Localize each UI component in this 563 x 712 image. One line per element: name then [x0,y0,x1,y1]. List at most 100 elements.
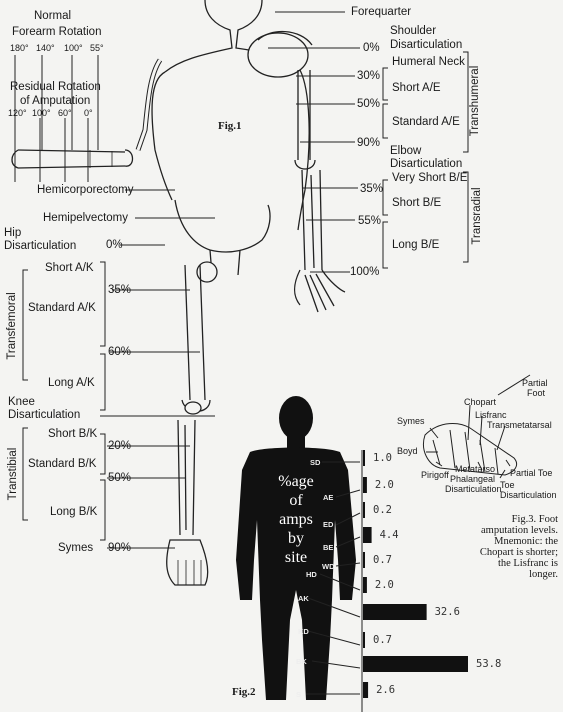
long-be-label: Long B/E [392,239,439,251]
elbow-label-2: Disarticulation [390,158,462,170]
bar-value-wd: 0.7 [373,554,392,566]
chopart-label: Chopart [464,397,496,407]
partial-foot-2: Foot [527,388,545,398]
forearm-deg-0: 180° [10,43,29,53]
transfemoral-label: Transfemoral [6,286,18,366]
center-line-0: %age [266,472,326,491]
forearm-deg-2: 100° [64,43,83,53]
center-line-3: by [266,529,326,548]
forequarter-label: Forequarter [351,6,411,18]
fig2-center-text: %age of amps by site [266,472,326,567]
pct-symes: 90% [108,542,131,554]
metatarso-label-3: Disarticulation [445,484,502,494]
center-line-4: site [266,548,326,567]
site-label-ak: AK [298,594,309,603]
site-label-sd: SD [310,458,320,467]
partial-foot-1: Partial [522,378,548,388]
transradial-label: Transradial [471,181,483,251]
pirigoff-label: Pirigoff [421,470,449,480]
hemicorporectomy-label: Hemicorporectomy [37,184,134,196]
pct-shoulder: 0% [363,42,380,54]
pct-very-short-be: 35% [360,183,383,195]
site-label-ae: AE [323,493,333,502]
toe-disartic-2: Disarticulation [500,490,557,500]
hip-disartic-label-1: Hip [4,227,21,239]
fig3-caption-line-5: longer. [400,569,558,580]
bar-value-bk: 53.8 [476,658,501,670]
bar-sd [363,450,365,466]
bar-kd [363,632,365,648]
site-label-s: S [296,690,301,699]
short-be-label: Short B/E [392,197,441,209]
short-ak-label: Short A/K [45,262,94,274]
lisfranc-label: Lisfranc [475,410,507,420]
fig3-caption-line-2: Mnemonic: the [400,536,558,547]
hemipelvectomy-label: Hemipelvectomy [43,212,128,224]
standard-bk-label: Standard B/K [28,458,96,470]
site-label-be: BE [323,543,333,552]
boyd-label: Boyd [397,446,418,456]
bar-bk [363,656,468,672]
residual-deg-1: 100° [32,108,51,118]
partial-toe-label: Partial Toe [510,468,552,478]
fig3-caption-line-4: the Lisfranc is [400,558,558,569]
bar-value-kd: 0.7 [373,634,392,646]
site-label-hd: HD [306,570,317,579]
fig1-caption: Fig.1 [218,120,242,132]
pct-hip-0: 0% [106,239,123,251]
short-ae-label: Short A/E [392,82,441,94]
long-ak-label: Long A/K [48,377,95,389]
bar-value-sd: 1.0 [373,452,392,464]
residual-title-2: of Amputation [20,95,90,107]
bar-hd [363,577,367,593]
forearm-deg-3: 55° [90,43,104,53]
bar-s [363,682,368,698]
fig3-symes-label: Symes [397,416,425,426]
shoulder-label-1: Shoulder [390,25,436,37]
bar-value-hd: 2.0 [375,579,394,591]
pct-short-bk: 20% [108,440,131,452]
residual-deg-0: 120° [8,108,27,118]
standard-ae-label: Standard A/E [392,116,460,128]
site-label-bk: BK [296,657,307,666]
bar-value-be: 4.4 [380,529,399,541]
humeral-neck-label: Humeral Neck [392,56,465,68]
pct-long-be: 100% [350,266,379,278]
pct-standard-bk: 50% [108,472,131,484]
metatarso-label-1: Metatarso [455,464,495,474]
fig3-caption-line-1: amputation levels. [400,525,558,536]
transtibial-label: Transtibial [7,439,19,509]
transmetatarsal-label: Transmetatarsal [487,420,552,430]
elbow-label-1: Elbow [390,145,421,157]
pct-humeral: 30% [357,70,380,82]
bar-value-s: 2.6 [376,684,395,696]
bar-value-ak: 32.6 [435,606,460,618]
symes-label: Symes [58,542,93,554]
knee-label-2: Disarticulation [8,409,80,421]
pct-standard-ae: 90% [357,137,380,149]
pct-standard-ak: 60% [108,346,131,358]
short-bk-label: Short B/K [48,428,97,440]
center-line-1: of [266,491,326,510]
pct-short-ak: 35% [108,284,131,296]
very-short-be-label: Very Short B/E [392,172,467,184]
pct-short-be: 55% [358,215,381,227]
pct-short-ae: 50% [357,98,380,110]
fig3-caption: Fig.3. Foot amputation levels. Mnemonic:… [400,514,558,580]
metatarso-label-2: Phalangeal [450,474,495,484]
long-bk-label: Long B/K [50,506,97,518]
forearm-title-1: Normal [34,10,71,22]
bar-ae [363,477,367,493]
residual-deg-3: 0° [84,108,93,118]
toe-disartic-1: Toe [500,480,515,490]
shoulder-label-2: Disarticulation [390,39,462,51]
bar-value-ed: 0.2 [373,504,392,516]
center-line-2: amps [266,510,326,529]
hip-disartic-label-2: Disarticulation [4,240,76,252]
bar-ak [363,604,427,620]
fig2-caption: Fig.2 [232,686,256,698]
residual-title-1: Residual Rotation [10,81,101,93]
forearm-deg-1: 140° [36,43,55,53]
knee-label-1: Knee [8,396,35,408]
fig3-caption-line-3: Chopart is shorter; [400,547,558,558]
